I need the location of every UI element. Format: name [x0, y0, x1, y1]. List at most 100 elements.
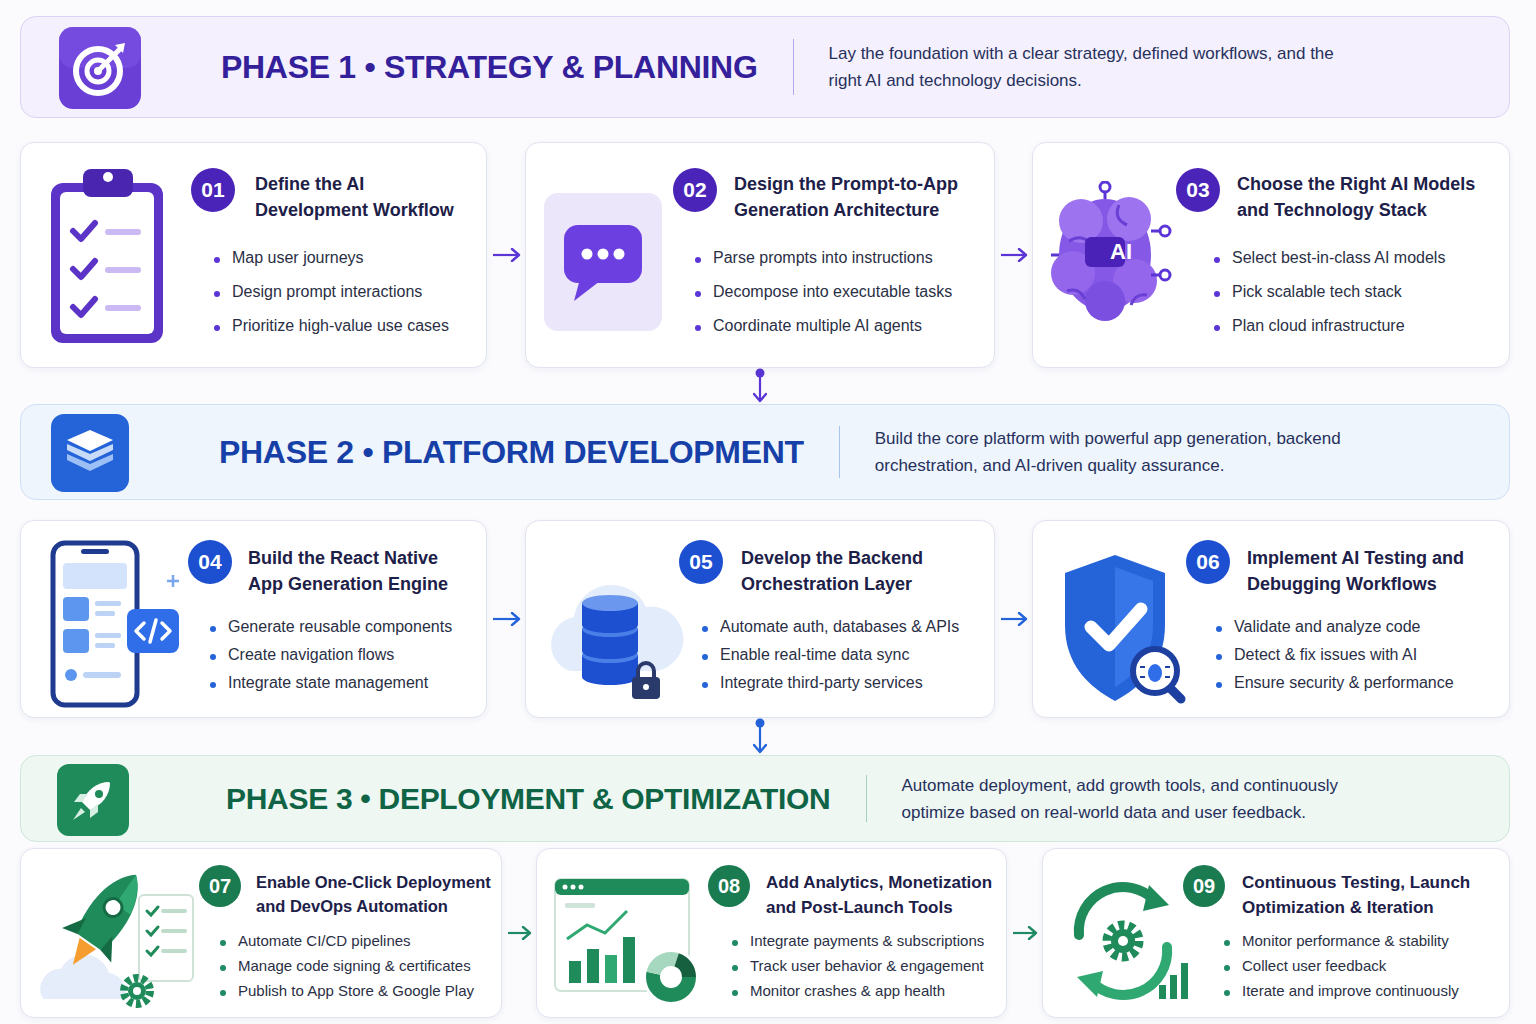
step-number-text: 05	[689, 550, 712, 574]
phone-code-icon-part	[81, 549, 109, 554]
step-heading: Enable One-Click Deployment and DevOps A…	[256, 871, 491, 919]
rocket-badge-icon	[57, 764, 129, 836]
target-icon-part	[99, 48, 121, 70]
chat-icon-part	[544, 193, 662, 331]
rocket-deploy-icon-part	[139, 895, 193, 981]
ai-brain-icon-part	[1085, 281, 1125, 321]
iteration-cycle-icon-part	[1159, 985, 1166, 999]
analytics-dashboard-icon-part	[605, 955, 617, 983]
step-number-text: 09	[1193, 875, 1215, 898]
bullet-item: Design prompt interactions	[232, 283, 422, 301]
rocket-deploy-icon-part-part	[62, 910, 124, 962]
step-card: Continuous Testing, Launch Optimization …	[1042, 848, 1510, 1018]
step-card: Design the Prompt-to-App Generation Arch…	[525, 142, 995, 368]
cloud-database-icon-part	[582, 669, 638, 685]
clipboard-icon-part	[51, 183, 163, 343]
bullet-item: Decompose into executable tasks	[713, 283, 952, 301]
phase-band: PHASE 2 • PLATFORM DEVELOPMENTBuild the …	[20, 404, 1510, 500]
analytics-dashboard-icon-part	[643, 949, 699, 1005]
shield-icon	[1053, 549, 1193, 709]
step-number: 03	[1176, 168, 1220, 212]
iteration-cycle-icon-part	[1181, 963, 1188, 999]
icon-label: AI	[1110, 239, 1132, 265]
analytics-dashboard-icon-part	[653, 959, 689, 995]
rocket-badge-icon-part	[95, 790, 103, 798]
phone-code-icon-part	[95, 643, 115, 648]
phase-title: PHASE 2 • PLATFORM DEVELOPMENT	[219, 434, 804, 471]
target-icon-part	[76, 49, 120, 93]
bullet-item: Automate CI/CD pipelines	[238, 932, 411, 949]
flow-arrow	[508, 932, 530, 934]
clipboard-icon-part	[73, 299, 95, 315]
flow-arrow	[493, 618, 519, 620]
phone-code-icon-part	[136, 620, 170, 642]
cloud-database-icon-part	[638, 663, 654, 679]
clipboard-icon-part	[73, 261, 95, 277]
bullet-item: Track user behavior & engagement	[750, 957, 984, 974]
step-number: 02	[673, 168, 717, 212]
bullet-item: Enable real-time data sync	[720, 646, 909, 664]
clipboard-icon	[43, 159, 173, 349]
step-number: 05	[679, 540, 723, 584]
step-card: Add Analytics, Monetization and Post-Lau…	[536, 848, 1007, 1018]
bullet-item: Plan cloud infrastructure	[1232, 317, 1405, 335]
cloud-database-icon-part	[582, 643, 638, 659]
cloud-database-icon-part	[643, 684, 649, 690]
flow-arrow	[1013, 932, 1036, 934]
rocket-badge-icon-part	[57, 764, 129, 836]
rocket-badge-icon-part	[73, 808, 85, 820]
step-heading: Add Analytics, Monetization and Post-Lau…	[766, 871, 996, 920]
bullet-item: Monitor crashes & app health	[750, 982, 945, 999]
shield-icon-part	[1091, 609, 1141, 645]
phase-band: PHASE 1 • STRATEGY & PLANNINGLay the fou…	[20, 16, 1510, 118]
rocket-deploy-icon-part	[133, 987, 141, 995]
cloud-database-icon-part	[582, 617, 638, 633]
phase-title: PHASE 1 • STRATEGY & PLANNING	[221, 49, 758, 86]
ai-brain-icon-part	[1067, 205, 1147, 305]
analytics-dashboard-icon-part	[579, 885, 584, 890]
cloud-database-icon	[540, 559, 686, 709]
rocket-deploy-icon-part	[48, 859, 160, 982]
rocket-deploy-icon-part	[163, 911, 185, 951]
step-heading: Continuous Testing, Launch Optimization …	[1242, 871, 1499, 920]
ai-brain-icon-part	[1100, 182, 1110, 192]
clipboard-icon-part	[60, 192, 154, 334]
step-number: 04	[188, 540, 232, 584]
phone-code-icon	[45, 535, 195, 715]
flow-arrow	[1001, 618, 1026, 620]
step-card: Build the React Native App Generation En…	[20, 520, 487, 718]
bullet-item: Publish to App Store & Google Play	[238, 982, 474, 999]
rocket-deploy-icon-part-part	[65, 938, 96, 971]
clipboard-icon-part	[73, 223, 95, 239]
step-number-text: 07	[209, 875, 231, 898]
step-card: Enable One-Click Deployment and DevOps A…	[20, 848, 502, 1018]
iteration-cycle-icon-part	[1079, 887, 1155, 935]
phone-code-icon-part	[63, 597, 89, 621]
rocket-deploy-icon-part	[124, 978, 150, 1004]
analytics-dashboard-icon-part	[653, 959, 689, 995]
step-number-text: 06	[1196, 550, 1219, 574]
rocket-deploy-icon-part	[147, 907, 158, 955]
step-number-text: 04	[198, 550, 221, 574]
bullet-item: Monitor performance & stability	[1242, 932, 1449, 949]
cloud-database-icon-part	[632, 677, 660, 699]
bullet-item: Integrate state management	[228, 674, 428, 692]
step-heading: Implement AI Testing and Debugging Workf…	[1247, 545, 1499, 597]
flow-arrow	[493, 254, 519, 256]
step-number: 06	[1186, 540, 1230, 584]
bullet-item: Coordinate multiple AI agents	[713, 317, 922, 335]
bullet-item: Generate reusable components	[228, 618, 452, 636]
step-number: 08	[708, 865, 750, 907]
analytics-dashboard-icon-part	[587, 949, 599, 983]
step-heading: Define the AI Development Workflow	[255, 171, 476, 223]
analytics-dashboard-icon	[551, 875, 707, 1011]
layers-icon-part	[51, 414, 129, 492]
phone-code-icon-part	[95, 611, 115, 616]
target-icon-part	[59, 27, 141, 109]
ai-brain-icon-part	[1107, 197, 1151, 241]
step-number-text: 08	[718, 875, 740, 898]
phone-code-icon-part	[63, 563, 127, 589]
rocket-deploy-icon-part	[128, 982, 146, 1000]
bullet-item: Integrate third-party services	[720, 674, 923, 692]
